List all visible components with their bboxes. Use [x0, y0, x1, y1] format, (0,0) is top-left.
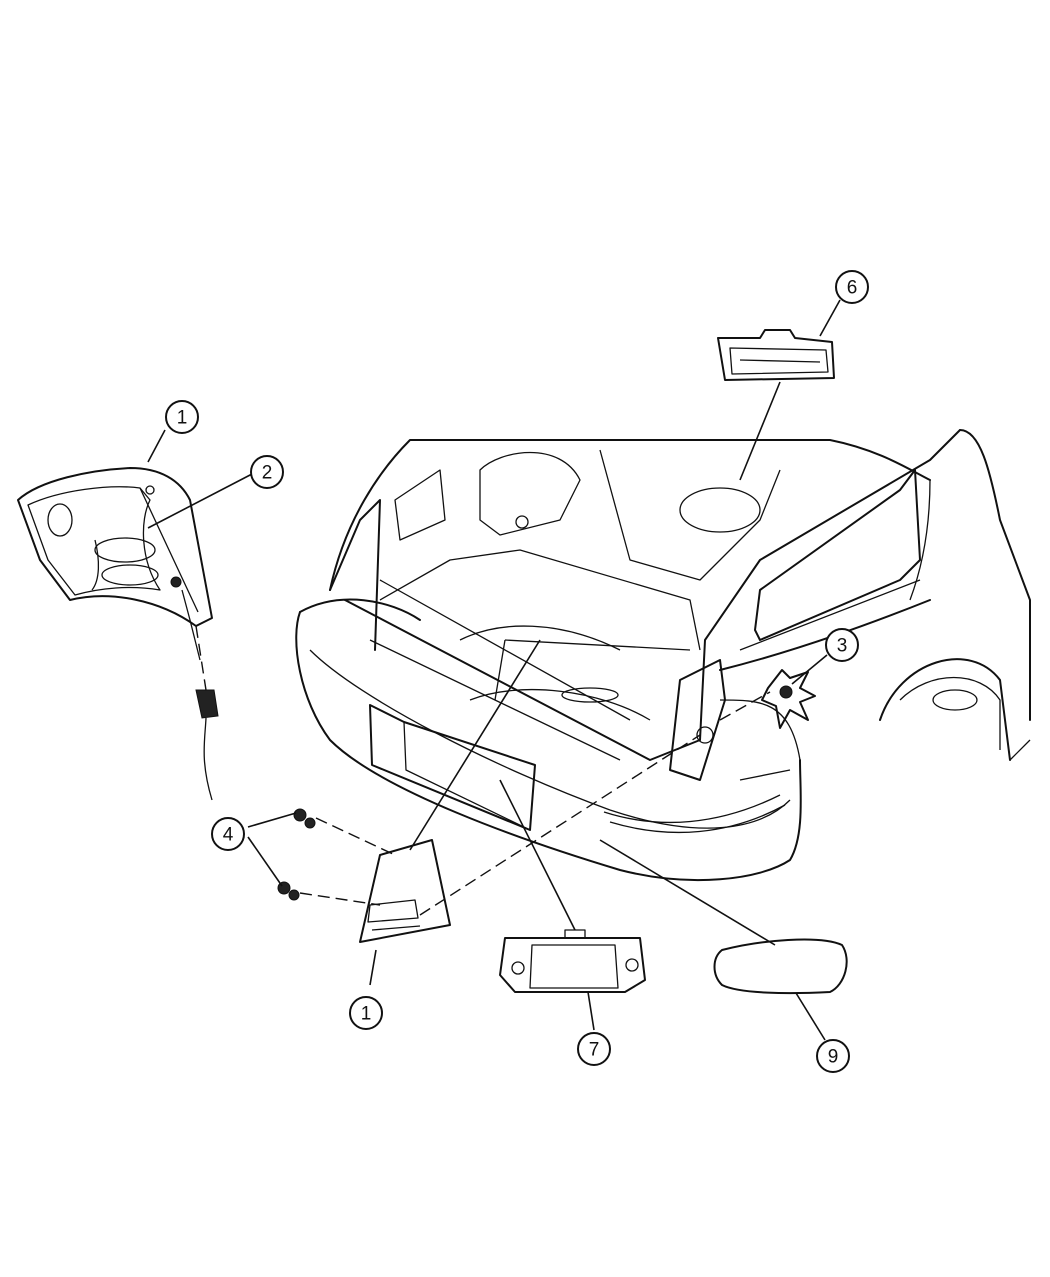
callout-label: 3 — [837, 636, 848, 657]
fastener-nuts — [277, 808, 316, 901]
callout-1-upper: 1 — [165, 400, 199, 434]
callout-6: 6 — [835, 270, 869, 304]
high-mount-stop-lamp — [717, 329, 835, 381]
tail-lamp-assembly-lower — [359, 839, 451, 943]
callout-2: 2 — [250, 455, 284, 489]
callout-7: 7 — [577, 1032, 611, 1066]
callout-label: 7 — [589, 1040, 600, 1061]
license-lamp — [499, 929, 646, 993]
leader-lines — [147, 299, 841, 1041]
callout-4: 4 — [211, 817, 245, 851]
callout-label: 6 — [847, 278, 858, 299]
callout-label: 2 — [262, 463, 273, 484]
callout-3: 3 — [825, 628, 859, 662]
callout-9: 9 — [816, 1039, 850, 1073]
callout-1-lower: 1 — [349, 996, 383, 1030]
tail-lamp-assembly-upper — [17, 467, 219, 801]
bumper-reflector — [713, 938, 848, 995]
callout-label: 4 — [223, 825, 234, 846]
callout-label: 1 — [361, 1004, 372, 1025]
callout-label: 9 — [828, 1047, 839, 1068]
vehicle-rear-body — [295, 429, 1031, 881]
assembly-dashed-lines — [195, 625, 771, 916]
lamp-socket-part — [761, 669, 816, 729]
callout-label: 1 — [177, 408, 188, 429]
